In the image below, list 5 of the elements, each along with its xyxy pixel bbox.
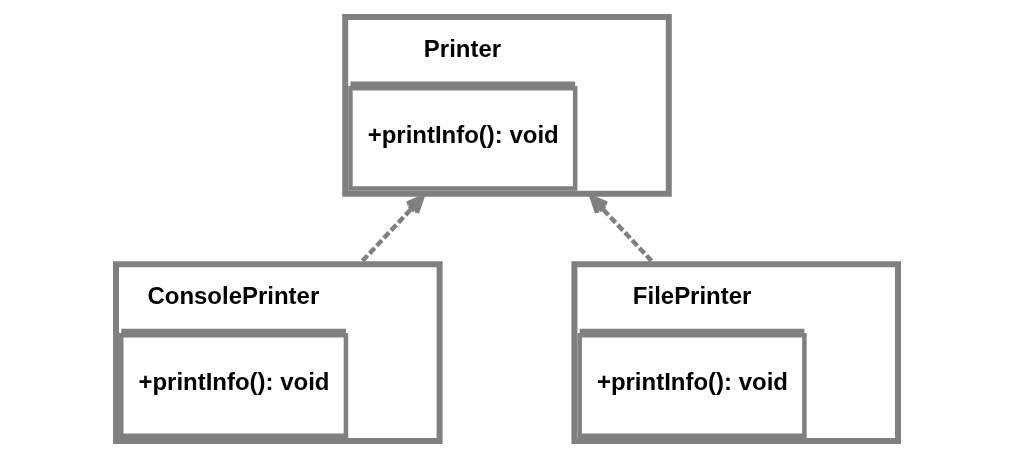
node-box: ConsolePrinter +printInfo(): void: [112, 261, 443, 444]
node-box: Printer +printInfo(): void: [341, 14, 672, 197]
arrow: [589, 194, 653, 263]
arrow: [360, 194, 424, 263]
node-box: FilePrinter +printInfo(): void: [570, 261, 901, 444]
